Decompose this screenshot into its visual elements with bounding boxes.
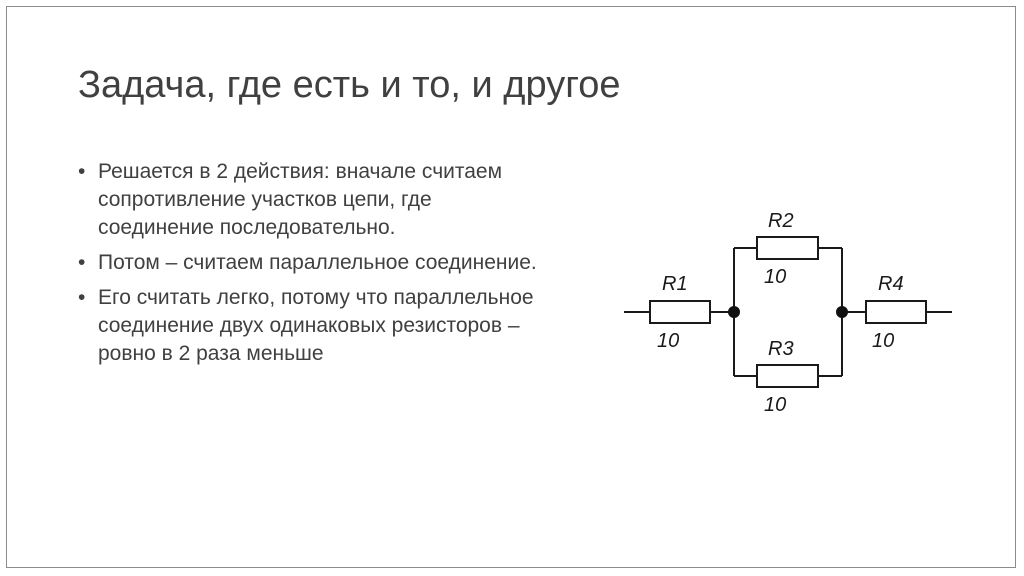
bullet-marker: • bbox=[78, 160, 86, 183]
bullet-item: • Его считать легко, потому что параллел… bbox=[78, 284, 548, 368]
bullet-item: • Решается в 2 действия: вначале считаем… bbox=[78, 158, 548, 242]
bullet-list: • Решается в 2 действия: вначале считаем… bbox=[78, 158, 548, 375]
slide-title: Задача, где есть и то, и другое bbox=[78, 64, 621, 106]
bullet-marker: • bbox=[78, 286, 86, 309]
slide-frame bbox=[6, 6, 1016, 568]
bullet-text: Его считать легко, потому что параллельн… bbox=[98, 286, 534, 365]
bullet-item: • Потом – считаем параллельное соединени… bbox=[78, 249, 548, 277]
bullet-marker: • bbox=[78, 251, 86, 274]
bullet-text: Решается в 2 действия: вначале считаем с… bbox=[98, 160, 503, 239]
bullet-text: Потом – считаем параллельное соединение. bbox=[98, 251, 537, 274]
